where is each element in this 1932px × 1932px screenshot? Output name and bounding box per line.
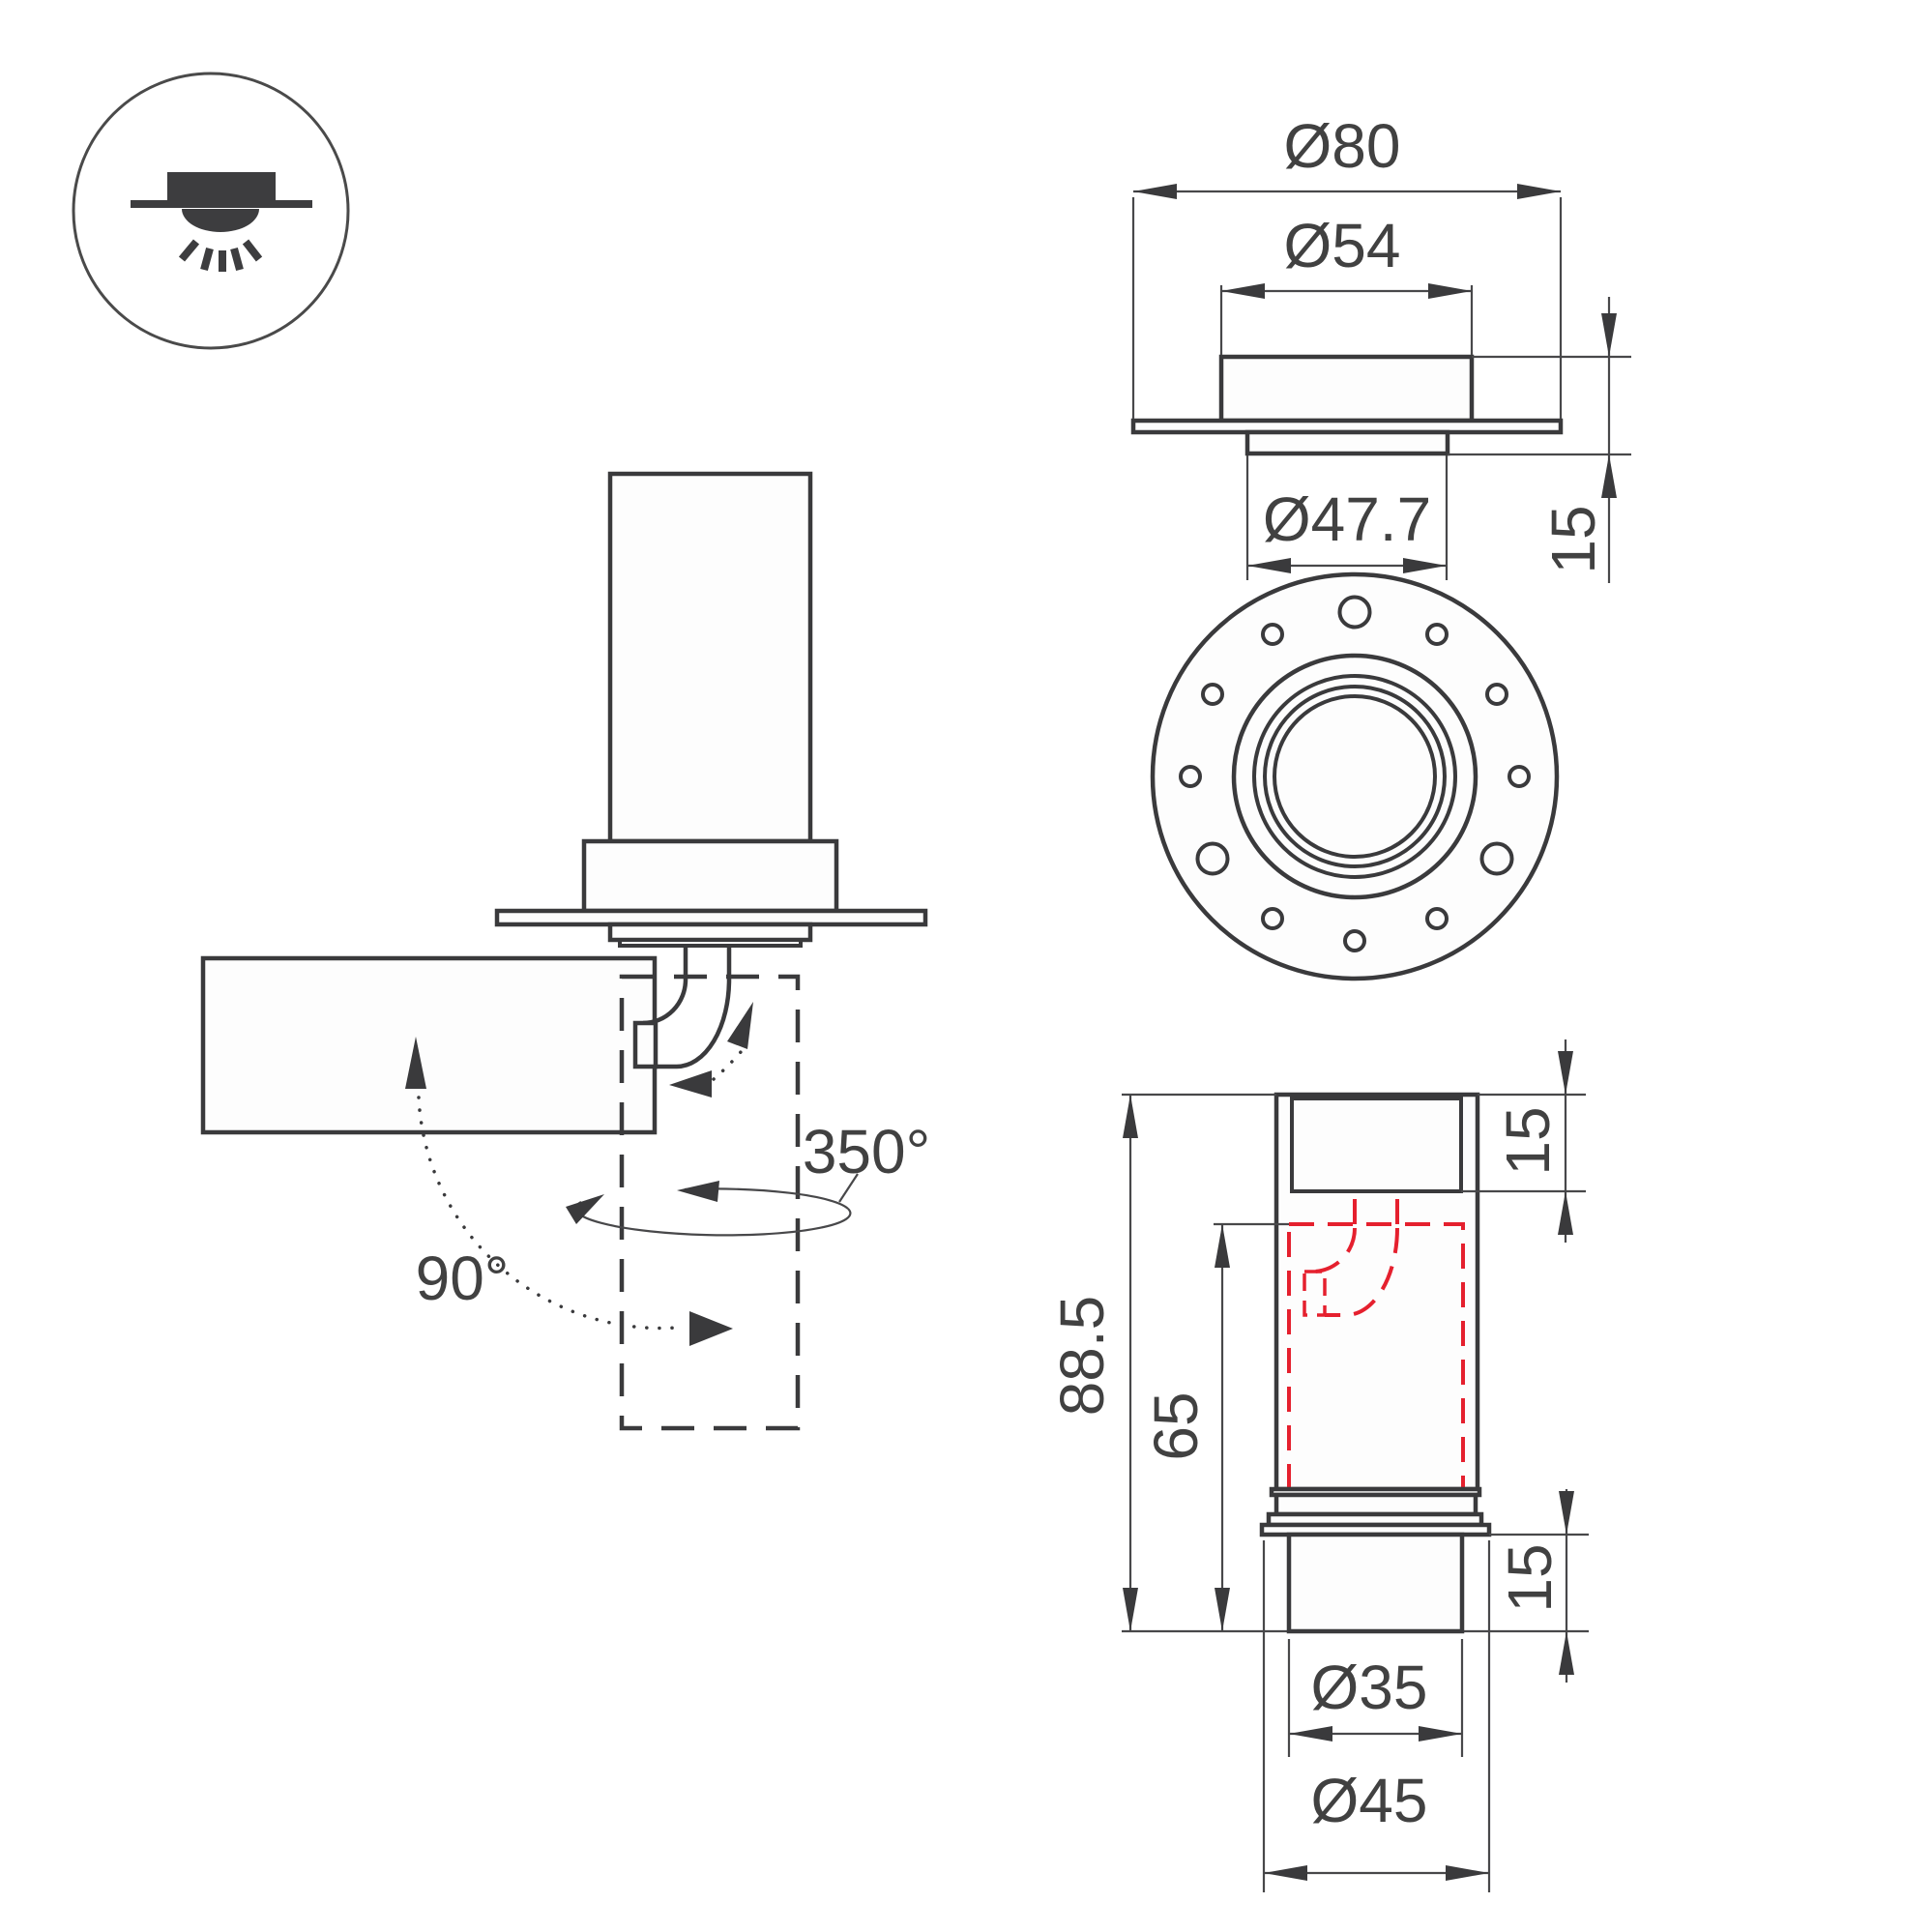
head-inset [1290,1097,1463,1193]
pan-angle-label: 350° [803,1117,930,1186]
flange-dimension-view: Ø80 Ø54 Ø47.7 15 [1130,111,1631,583]
red-pivot-block [1303,1270,1327,1317]
flange-body [1218,354,1475,424]
dim-flange-height-label: 15 [1538,505,1608,573]
lamp-dome-glyph [182,209,259,232]
dim-total-height-label: 88.5 [1047,1296,1117,1417]
rotation-side-view: 90° 350° [200,471,930,1431]
dim-body-label: Ø54 [1284,211,1401,280]
dim-tip-height-label: 15 [1495,1543,1565,1612]
dim-inner-height: 65 [1141,1222,1289,1631]
tilt-arc-dotted [417,1096,679,1331]
swivel-elbow [632,945,732,1069]
dim-tube-diameter: Ø35 [1287,1639,1464,1757]
tilt-angle-label: 90° [416,1244,510,1313]
flange-body-circle [1231,653,1478,900]
dim-tube-label: Ø35 [1311,1653,1428,1722]
flange-lip [618,938,803,948]
elbow-swivel-annotation [669,1002,753,1098]
cylinder-body [607,471,813,844]
pivot-block [632,1020,659,1069]
tilt-right-arrow [689,1311,733,1346]
red-ghost-rect [1287,1222,1465,1533]
dim-total-height: 88.5 [1047,1093,1276,1631]
collar-rings [1259,1486,1492,1537]
flange-front-view [1150,571,1560,981]
flange-neck-stub [1244,429,1450,456]
dim-flange-height: 15 [1448,297,1631,583]
red-internal-outline [1287,1199,1465,1533]
collar [581,838,839,914]
dim-body-diameter: Ø54 [1219,211,1474,355]
ceiling-line-glyph [131,200,312,208]
dim-inner-height-label: 65 [1141,1391,1211,1460]
swivel-arc-dotted [712,1050,743,1081]
pan-left-arrow [677,1181,719,1202]
pan-ccw-arrow [566,1194,604,1224]
mount-type-icon [72,72,350,350]
screw-holes [1179,595,1531,952]
icon-circle [72,72,350,350]
swivel-left-arrow [669,1070,712,1098]
tilt-up-arrow [405,1037,426,1089]
bottom-tube [1286,1532,1465,1634]
dim-outer-diameter: Ø80 [1131,111,1563,419]
dim-base-label: Ø45 [1311,1766,1428,1835]
lamp-head-horizontal [200,955,658,1135]
dim-base-diameter: Ø45 [1262,1540,1491,1892]
dim-head-height-label: 15 [1493,1106,1563,1175]
swivel-up-arrow [727,1002,753,1049]
light-rays-icon [178,239,263,272]
recessed-housing-glyph [167,172,276,204]
opening-circle [1273,694,1437,859]
tilt-90-annotation: 90° [405,1037,733,1346]
dim-tip-height: 15 [1489,1489,1589,1683]
flange-neck [607,922,813,943]
dim-outer-label: Ø80 [1284,111,1401,181]
pan-leader-line [838,1173,859,1203]
pan-ellipse-bottom-arc [574,1201,852,1237]
pan-350-annotation: 350° [566,1117,930,1237]
dim-neck-label: Ø47.7 [1263,484,1431,554]
dim-neck-diameter: Ø47.7 [1245,455,1449,580]
body-dimension-view: 88.5 65 15 15 [1047,1039,1589,1892]
dim-head-height: 15 [1461,1039,1586,1243]
